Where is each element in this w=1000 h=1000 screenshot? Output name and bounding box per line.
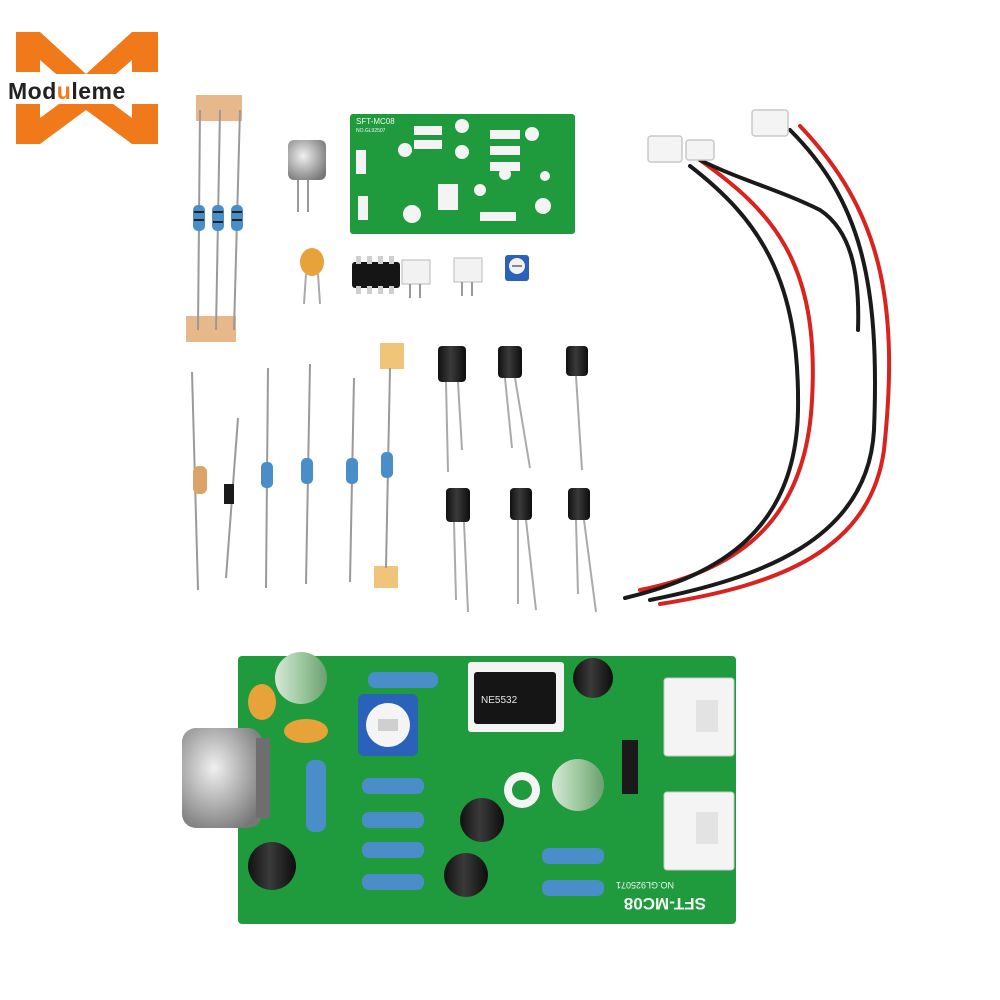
- header-connectors: [401, 257, 483, 298]
- ceramic-capacitor: [300, 248, 324, 305]
- taped-resistors: [186, 95, 243, 342]
- dip8-chip: [352, 256, 400, 294]
- brand-prefix: Mod: [8, 78, 57, 104]
- cable-harness: [623, 109, 892, 606]
- trimmer-potentiometer: [505, 255, 529, 281]
- brand-name: Moduleme: [8, 78, 126, 105]
- assembled-title: SFT-MC08: [624, 894, 706, 913]
- microphone-part: [288, 140, 326, 212]
- assembled-model: NO.GL925071: [616, 880, 674, 890]
- brand-suffix: leme: [71, 78, 126, 104]
- brand-highlight: u: [56, 78, 72, 104]
- chip-label: NE5532: [481, 695, 518, 706]
- bare-pcb-model: NO.GL92507: [356, 128, 386, 134]
- bare-pcb: SFT-MC08 NO.GL92507: [350, 114, 575, 234]
- assembled-pcb: SFT-MC08 NO.GL925071 NE5532: [182, 652, 736, 924]
- loose-resistors: [191, 343, 404, 591]
- bare-pcb-title: SFT-MC08: [356, 117, 395, 126]
- loose-electrolytic-capacitors: [438, 346, 597, 613]
- brand-logo: [2, 32, 172, 144]
